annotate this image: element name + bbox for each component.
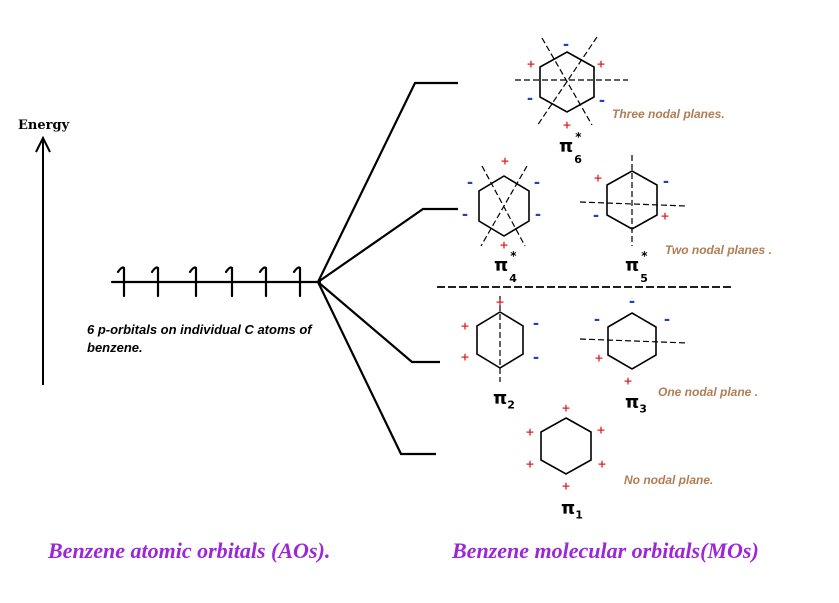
sign-plus: + xyxy=(561,401,571,415)
energy-axis xyxy=(35,135,51,385)
sign-minus: - xyxy=(592,206,600,225)
sign-plus: + xyxy=(594,351,604,365)
p-orbital-3 xyxy=(188,266,198,298)
hexagon-pi4 xyxy=(478,165,530,247)
sign-plus: + xyxy=(562,118,572,132)
sign-minus: - xyxy=(526,89,534,108)
label-pi3: π3 xyxy=(625,392,647,416)
caption-atomic-orbitals: Benzene atomic orbitals (AOs). xyxy=(48,538,331,563)
sign-minus: - xyxy=(598,91,606,110)
hexagon-pi5 xyxy=(579,155,687,246)
hexagon-pi2 xyxy=(476,296,524,382)
p-orbital-2 xyxy=(150,266,160,298)
hexagon-pi1 xyxy=(540,417,592,475)
level-pi6 xyxy=(317,81,458,283)
energy-axis-label: Energy xyxy=(18,118,70,133)
sign-minus: - xyxy=(562,35,570,54)
sign-plus: + xyxy=(525,457,535,471)
hexagon-pi3 xyxy=(579,312,689,370)
sign-plus: + xyxy=(525,425,535,439)
atomic-orbital-lines xyxy=(110,266,322,298)
label-pi1: π1 xyxy=(561,498,583,522)
p-orbital-1 xyxy=(116,266,126,298)
sign-plus: + xyxy=(495,295,505,309)
note-three-nodal-planes: Three nodal planes. xyxy=(612,107,725,121)
caption-molecular-orbitals: Benzene molecular orbitals(MOs) xyxy=(452,538,759,563)
sign-plus: + xyxy=(597,457,607,471)
sign-minus: - xyxy=(534,205,542,224)
p-orbital-5 xyxy=(258,266,268,298)
level-pi1 xyxy=(317,281,436,456)
sign-minus: - xyxy=(532,314,540,333)
sign-plus: + xyxy=(660,209,670,223)
atomic-orbital-description: 6 p-orbitals on individual C atoms of be… xyxy=(87,322,312,355)
sign-plus: + xyxy=(526,57,536,71)
note-one-nodal-plane: One nodal plane . xyxy=(658,385,759,399)
sign-plus: + xyxy=(460,350,470,364)
level-pi4-pi5 xyxy=(317,207,458,283)
sign-minus: - xyxy=(662,172,670,191)
sign-plus: + xyxy=(499,238,509,252)
sign-plus: + xyxy=(623,374,633,388)
sign-minus: - xyxy=(593,310,601,329)
note-two-nodal-planes: Two nodal planes . xyxy=(665,243,772,257)
label-pi6: π*6 xyxy=(559,130,582,166)
p-orbital-4 xyxy=(224,266,234,298)
sign-minus: - xyxy=(628,292,636,311)
correlation-lines xyxy=(317,81,458,456)
sign-plus: + xyxy=(561,479,571,493)
label-pi4: π*4 xyxy=(494,249,517,285)
level-pi2-pi3 xyxy=(317,281,440,364)
hexagon-pi6 xyxy=(515,36,628,127)
sign-plus: + xyxy=(460,319,470,333)
sign-minus: - xyxy=(663,310,671,329)
sign-minus: - xyxy=(533,173,541,192)
sign-minus: - xyxy=(461,205,469,224)
p-orbital-6 xyxy=(292,266,302,298)
sign-plus: + xyxy=(593,171,603,185)
sign-plus: + xyxy=(596,57,606,71)
label-pi5: π*5 xyxy=(625,249,648,285)
note-no-nodal-plane: No nodal plane. xyxy=(624,473,714,487)
label-pi2: π2 xyxy=(493,388,515,412)
sign-plus: + xyxy=(596,423,606,437)
sign-minus: - xyxy=(532,348,540,367)
sign-minus: - xyxy=(466,173,474,192)
sign-plus: + xyxy=(500,154,510,168)
